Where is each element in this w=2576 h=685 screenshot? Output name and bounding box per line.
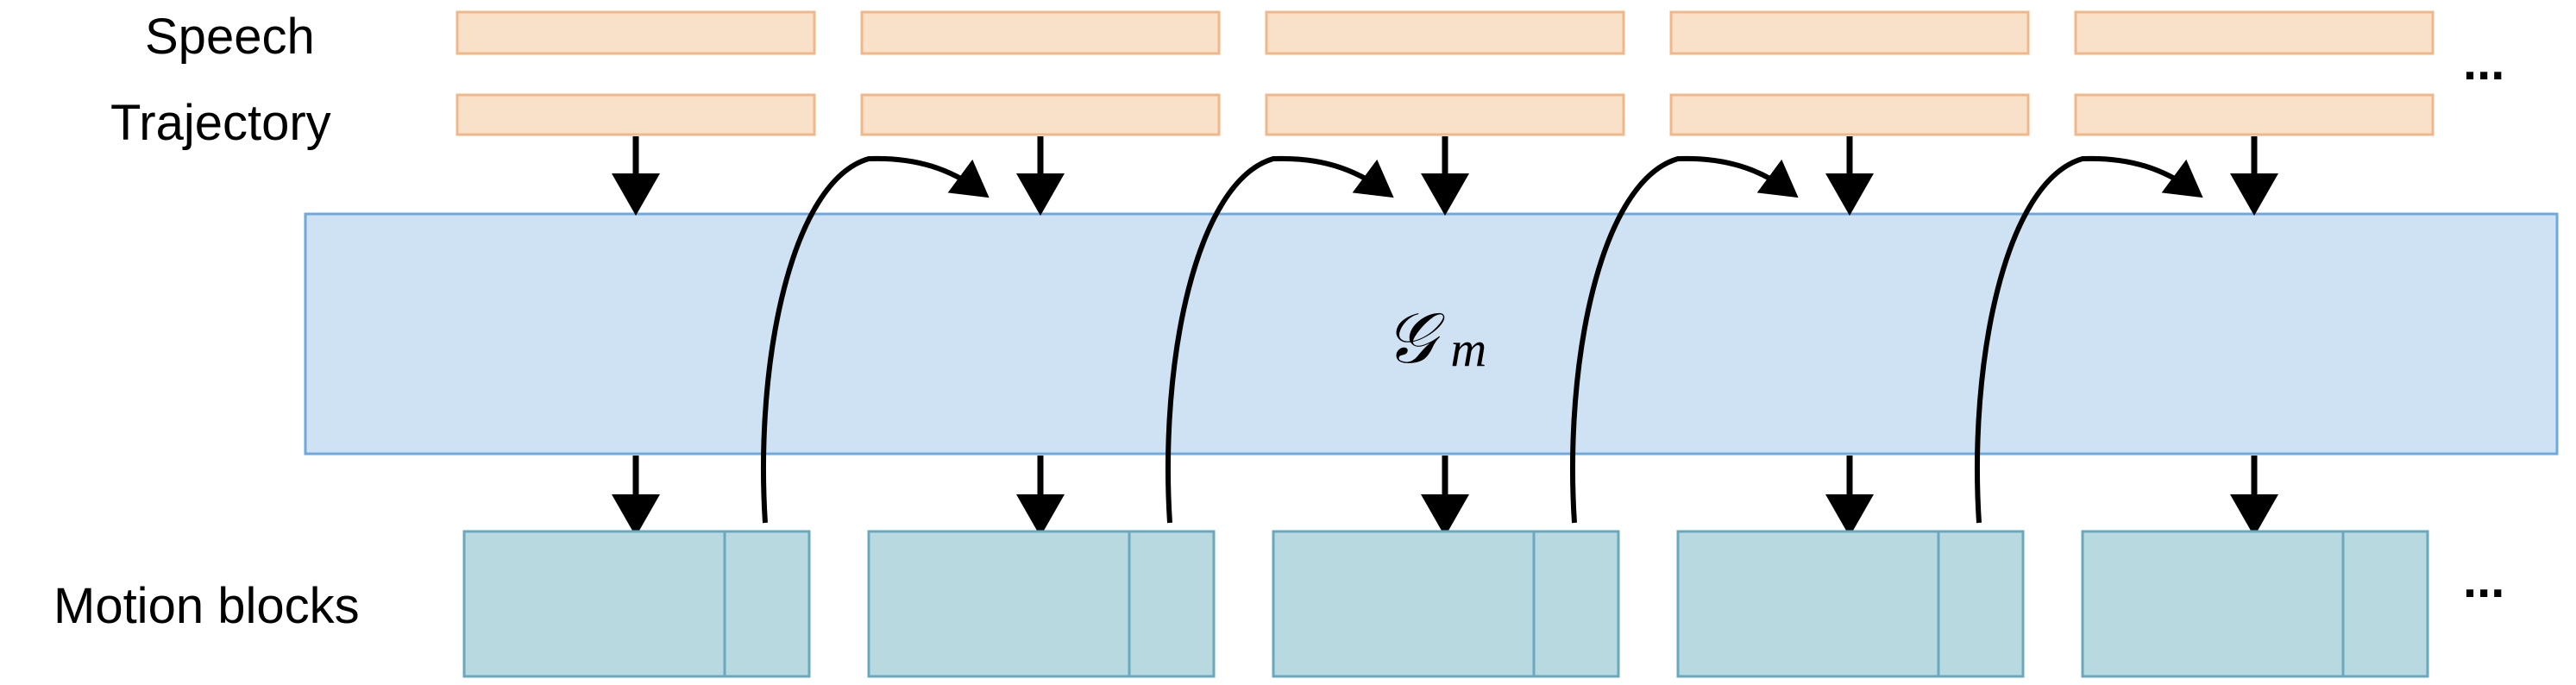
- speech-row-label: Speech: [145, 9, 315, 65]
- motion-block-tail: [723, 530, 811, 678]
- model-subscript: m: [1450, 321, 1486, 377]
- speech-bar: [860, 10, 1221, 55]
- motion-blocks-row-label: Motion blocks: [53, 578, 360, 634]
- ellipsis-top: ...: [2463, 35, 2504, 91]
- trajectory-bar: [456, 93, 816, 136]
- segments: [456, 10, 2435, 678]
- trajectory-bar: [1669, 93, 2030, 136]
- feedback-arrow: [1570, 155, 1799, 524]
- motion-block: [867, 530, 1131, 678]
- model-block: [304, 212, 2559, 456]
- speech-bar: [2074, 10, 2435, 55]
- trajectory-row-label: Trajectory: [110, 95, 331, 151]
- speech-bar: [1669, 10, 2030, 55]
- trajectory-bar: [860, 93, 1221, 136]
- speech-bar: [1265, 10, 1625, 55]
- motion-block-tail: [1128, 530, 1216, 678]
- model-label: 𝒢 m: [1385, 299, 1486, 378]
- motion-block: [1676, 530, 1940, 678]
- feedback-arrow: [761, 155, 990, 524]
- motion-block: [1272, 530, 1536, 678]
- motion-block-tail: [1532, 530, 1620, 678]
- trajectory-bar: [1265, 93, 1625, 136]
- ellipsis-bottom: ...: [2463, 552, 2504, 608]
- feedback-arrow: [1975, 155, 2203, 524]
- motion-block-tail: [1937, 530, 2025, 678]
- motion-block: [2081, 530, 2345, 678]
- motion-block-tail: [2341, 530, 2429, 678]
- feedback-arrow: [1165, 155, 1394, 524]
- motion-block: [462, 530, 726, 678]
- speech-bar: [456, 10, 816, 55]
- trajectory-bar: [2074, 93, 2435, 136]
